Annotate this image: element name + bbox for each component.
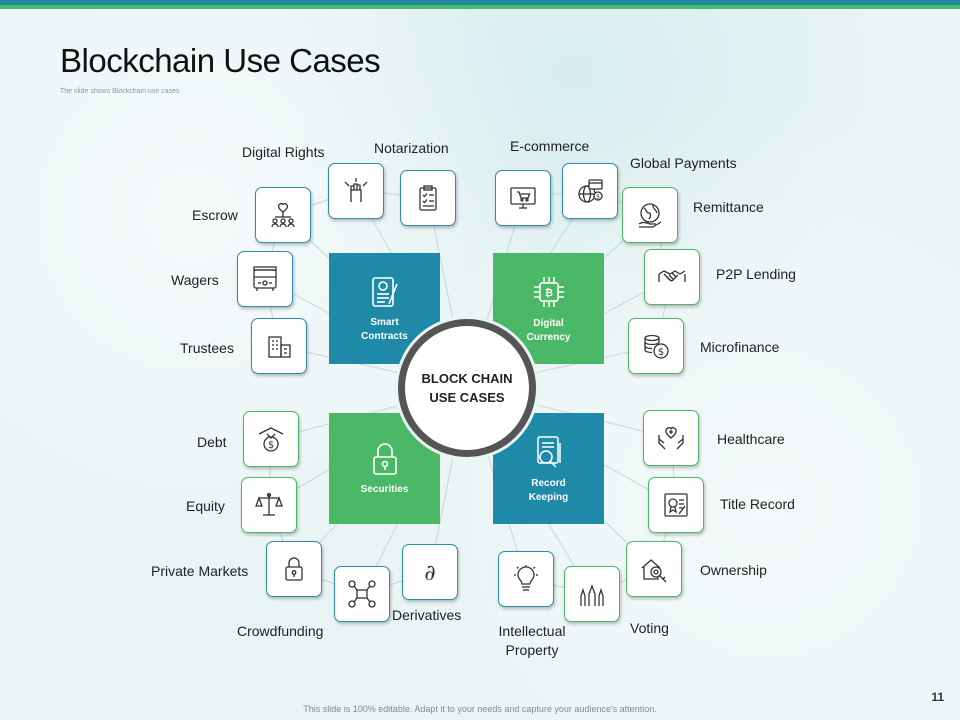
buildings-icon bbox=[268, 336, 291, 358]
ecommerce-label: E-commerce bbox=[510, 138, 590, 154]
equity-node bbox=[241, 477, 297, 533]
wagers-node bbox=[237, 251, 293, 307]
microfinance-node: $ bbox=[628, 318, 684, 374]
notarization-label: Notarization bbox=[374, 140, 449, 156]
notarization-node bbox=[400, 170, 456, 226]
debt-node: $ bbox=[243, 411, 299, 467]
footer-note: This slide is 100% editable. Adapt it to… bbox=[303, 704, 657, 714]
title-record-node bbox=[648, 477, 704, 533]
hands-heart-icon bbox=[658, 426, 684, 450]
scales-icon bbox=[255, 492, 283, 516]
top-accent-bar-green bbox=[0, 5, 960, 9]
lightbulb-icon bbox=[514, 565, 538, 591]
intellectual-property-label: Intellectual Property bbox=[498, 623, 566, 658]
slot-machine-icon bbox=[253, 266, 277, 291]
remittance-node bbox=[622, 187, 678, 243]
private-markets-node bbox=[266, 541, 322, 597]
voting-node bbox=[564, 566, 620, 622]
crowdfunding-label: Crowdfunding bbox=[237, 623, 324, 639]
crowdfunding-node bbox=[334, 566, 390, 622]
digital-rights-node bbox=[328, 163, 384, 219]
clipboard-checklist-icon bbox=[419, 185, 437, 211]
healthcare-label: Healthcare bbox=[717, 431, 785, 447]
raised-hands-icon bbox=[580, 584, 604, 606]
svg-text:∂: ∂ bbox=[424, 561, 435, 586]
handshake-icon bbox=[658, 270, 686, 282]
globe-hand-icon bbox=[638, 203, 662, 228]
quadrant-label: Securities bbox=[360, 483, 409, 495]
contract-document-icon bbox=[371, 276, 398, 307]
bitcoin-chip-icon: ₿ bbox=[533, 276, 564, 307]
escrow-label: Escrow bbox=[192, 207, 238, 223]
top-accent-bar-teal bbox=[0, 0, 960, 5]
certificate-icon bbox=[664, 493, 688, 517]
derivatives-label: Derivatives bbox=[392, 607, 462, 623]
svg-text:$: $ bbox=[658, 347, 664, 358]
escrow-node bbox=[255, 187, 311, 243]
quadrant-label: Record Keeping bbox=[528, 477, 569, 503]
wagers-label: Wagers bbox=[171, 272, 219, 288]
quadrant-smart-contracts: Smart Contracts bbox=[329, 253, 440, 364]
monitor-cart-icon bbox=[510, 187, 536, 209]
trustees-node bbox=[251, 318, 307, 374]
remittance-label: Remittance bbox=[693, 199, 764, 215]
page-subtitle: The slide shows Blockchain use cases bbox=[60, 88, 180, 95]
page-title: Blockchain Use Cases bbox=[60, 42, 381, 79]
ownership-label: Ownership bbox=[700, 562, 767, 578]
private-markets-label: Private Markets bbox=[151, 563, 249, 579]
quadrant-label: Smart Contracts bbox=[361, 316, 408, 342]
heart-people-network-icon bbox=[271, 202, 295, 228]
money-bag-icon: $ bbox=[258, 427, 284, 452]
house-key-icon bbox=[641, 559, 667, 583]
p2p-lending-label: P2P Lending bbox=[716, 266, 796, 282]
equity-label: Equity bbox=[186, 498, 225, 514]
globe-card-icon: $ bbox=[578, 179, 603, 203]
coin-stack-icon: $ bbox=[644, 334, 669, 359]
title-record-label: Title Record bbox=[720, 496, 795, 512]
page-number: 11 bbox=[931, 690, 944, 704]
ecommerce-node bbox=[495, 170, 551, 226]
voting-label: Voting bbox=[630, 620, 669, 636]
trustees-label: Trustees bbox=[180, 340, 234, 356]
records-search-icon bbox=[536, 435, 561, 468]
raised-fist-icon bbox=[344, 178, 368, 202]
padlock-icon bbox=[372, 442, 397, 475]
svg-text:$: $ bbox=[596, 194, 600, 201]
derivatives-node: ∂ bbox=[402, 544, 458, 600]
debt-label: Debt bbox=[197, 434, 227, 450]
healthcare-node bbox=[643, 410, 699, 466]
quadrant-label: Digital Currency bbox=[526, 317, 571, 343]
intellectual-property-node bbox=[498, 551, 554, 607]
global-payments-label: Global Payments bbox=[630, 155, 737, 171]
microfinance-label: Microfinance bbox=[700, 339, 780, 355]
lock-icon bbox=[285, 557, 303, 581]
ownership-node bbox=[626, 541, 682, 597]
p2p-lending-node bbox=[644, 249, 700, 305]
svg-text:$: $ bbox=[268, 440, 274, 451]
digital-rights-label: Digital Rights bbox=[242, 144, 325, 160]
coins-network-icon bbox=[348, 580, 376, 608]
global-payments-node: $ bbox=[562, 163, 618, 219]
svg-text:₿: ₿ bbox=[544, 287, 552, 299]
partial-derivative-icon: ∂ bbox=[424, 561, 435, 586]
center-hub-label: BLOCK CHAIN USE CASES bbox=[398, 319, 536, 457]
